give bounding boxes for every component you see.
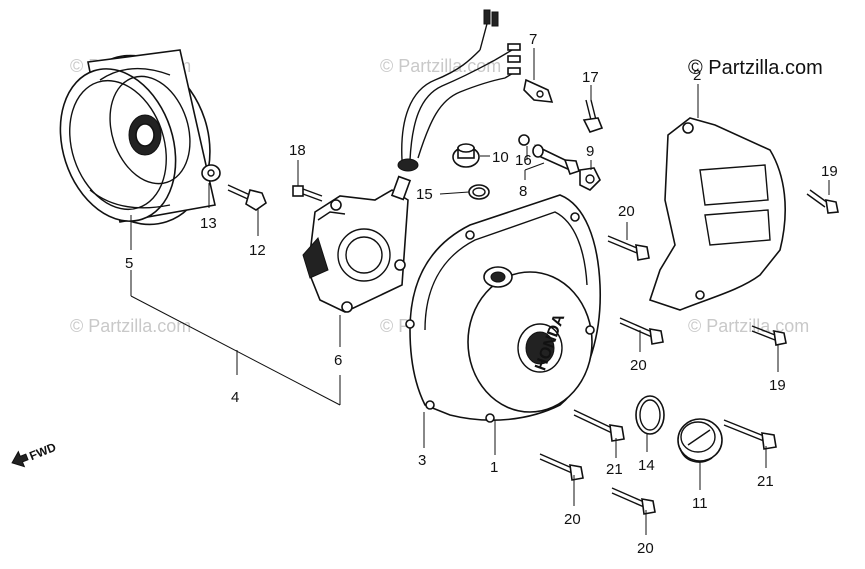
part-washer-13[interactable] bbox=[201, 164, 221, 182]
callout-8[interactable]: 8 bbox=[519, 183, 527, 200]
callout-17[interactable]: 17 bbox=[582, 69, 599, 86]
part-bolt-12[interactable] bbox=[227, 184, 267, 211]
part-oring-15[interactable] bbox=[468, 184, 490, 200]
callout-2[interactable]: 2 bbox=[693, 67, 701, 84]
part-sprocket-guard[interactable] bbox=[648, 117, 786, 311]
callout-9[interactable]: 9 bbox=[586, 143, 594, 160]
part-oring-14[interactable] bbox=[635, 395, 665, 435]
part-nut-9[interactable] bbox=[579, 167, 601, 191]
part-bolt-19-lower[interactable] bbox=[751, 325, 787, 346]
brand-logo-text: © Partzilla.com bbox=[688, 57, 823, 79]
callout-7[interactable]: 7 bbox=[529, 31, 537, 48]
callout-11[interactable]: 11 bbox=[692, 495, 708, 512]
callout-14[interactable]: 14 bbox=[638, 457, 655, 474]
callout-labels: 5 13 12 18 6 4 7 17 2 10 16 15 8 9 19 19… bbox=[125, 31, 838, 557]
callout-5[interactable]: 5 bbox=[125, 255, 133, 272]
assembly-bracket-4 bbox=[130, 270, 341, 406]
part-stator-base[interactable] bbox=[302, 9, 521, 313]
callout-20-c[interactable]: 20 bbox=[564, 511, 581, 528]
callout-6[interactable]: 6 bbox=[334, 352, 342, 369]
callout-20-d[interactable]: 20 bbox=[637, 540, 654, 557]
callout-20-a[interactable]: 20 bbox=[618, 203, 635, 220]
watermark-text: © Partzilla.com bbox=[70, 316, 191, 336]
callout-21-a[interactable]: 21 bbox=[606, 461, 623, 478]
forward-direction-indicator: FWD bbox=[11, 440, 58, 468]
fwd-label: FWD bbox=[27, 440, 58, 463]
callout-19-lower[interactable]: 19 bbox=[769, 377, 786, 394]
part-bolt-20-b[interactable] bbox=[619, 317, 664, 345]
part-bolt-20-c[interactable] bbox=[539, 453, 584, 481]
callout-15[interactable]: 15 bbox=[416, 186, 433, 203]
watermark-text: © Partzilla.com bbox=[688, 316, 809, 336]
arrow-left-icon bbox=[11, 450, 29, 468]
callout-3[interactable]: 3 bbox=[418, 452, 426, 469]
callout-21-b[interactable]: 21 bbox=[757, 473, 774, 490]
part-flywheel-rotor[interactable] bbox=[42, 37, 232, 243]
part-bolt-20-a[interactable] bbox=[607, 235, 650, 261]
callout-16[interactable]: 16 bbox=[515, 152, 532, 169]
part-shaft-8[interactable] bbox=[532, 144, 580, 176]
callout-19-upper[interactable]: 19 bbox=[821, 163, 838, 180]
callout-13[interactable]: 13 bbox=[200, 215, 217, 232]
part-bolt-19-upper[interactable] bbox=[806, 189, 839, 214]
callout-18[interactable]: 18 bbox=[289, 142, 306, 159]
callout-12[interactable]: 12 bbox=[249, 242, 266, 259]
part-bolt-21-b[interactable] bbox=[723, 419, 777, 450]
callout-20-b[interactable]: 20 bbox=[630, 357, 647, 374]
part-bolt-18[interactable] bbox=[292, 185, 323, 202]
part-bolt-20-d[interactable] bbox=[611, 487, 656, 515]
callout-4[interactable]: 4 bbox=[231, 389, 239, 406]
part-bolt-17[interactable] bbox=[582, 99, 604, 133]
part-wire-clip-7[interactable] bbox=[523, 78, 554, 103]
part-bolt-21-a[interactable] bbox=[573, 409, 625, 442]
callout-1[interactable]: 1 bbox=[490, 459, 498, 476]
part-oring-16[interactable] bbox=[518, 134, 530, 146]
callout-10[interactable]: 10 bbox=[492, 149, 509, 166]
part-plug-10[interactable] bbox=[452, 143, 480, 168]
leader-lines bbox=[130, 48, 830, 535]
part-cap-11[interactable] bbox=[677, 418, 723, 463]
part-crankcase-cover[interactable]: HONDA bbox=[405, 194, 602, 423]
watermark-text: © Partzilla.com bbox=[380, 56, 501, 76]
